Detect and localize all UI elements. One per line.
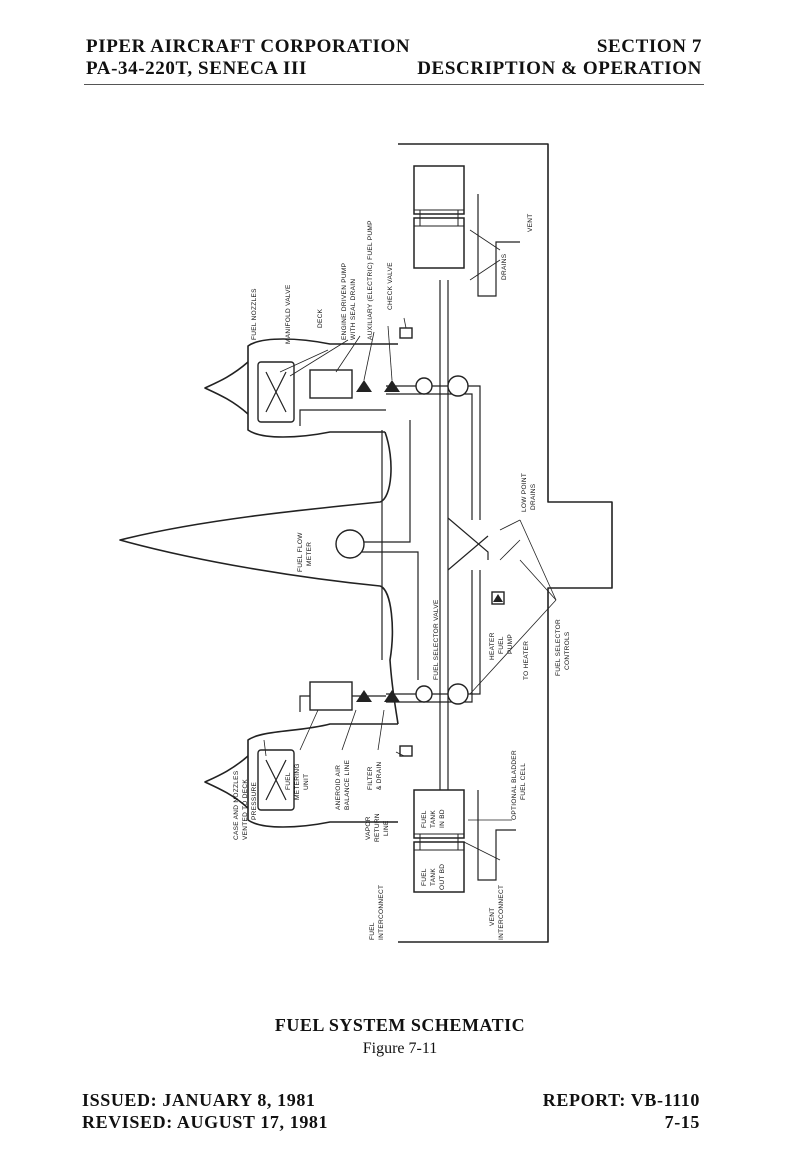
fuel-line-upper-h	[386, 385, 481, 520]
label-fuel-flow: FUEL FLOW	[297, 532, 304, 572]
label-vapor-3: LINE	[383, 820, 390, 836]
engine-pump-lower	[356, 690, 372, 702]
label-engine-driven-pump: ENGINE DRIVEN PUMP	[341, 263, 348, 340]
footer-report: REPORT: VB-1110	[542, 1090, 700, 1110]
fuel-selector-valve-upper	[447, 375, 469, 397]
label-optional-1: OPTIONAL BLADDER	[511, 750, 518, 820]
label-case-nozzles-1: CASE AND NOZZLES	[233, 770, 240, 840]
label-check-valve: CHECK VALVE	[387, 262, 394, 310]
label-optional-2: FUEL CELL	[520, 763, 527, 800]
label-tank-in-2: TANK	[430, 810, 437, 828]
check-valve-lower	[399, 745, 413, 757]
label-manifold-valve: MANIFOLD VALVE	[285, 284, 292, 344]
fuselage-nose	[119, 431, 399, 725]
label-controls: CONTROLS	[564, 631, 571, 670]
engine-pump-upper	[356, 380, 372, 392]
label-vent-inter-1: VENT	[489, 907, 496, 926]
label-meter: METER	[306, 542, 313, 566]
spinner-upper	[204, 361, 249, 415]
label-fuel-metering-1: FUEL	[285, 772, 292, 790]
label-fuel-inter-1: FUEL	[369, 922, 376, 940]
wing-outline	[398, 143, 613, 943]
label-deck: DECK	[317, 308, 324, 328]
header-company: PIPER AIRCRAFT CORPORATION	[86, 36, 411, 57]
check-valve-upper	[399, 327, 413, 339]
nacelle-lower	[247, 723, 398, 828]
label-vapor-1: VAPOR	[365, 816, 372, 840]
header-section: SECTION 7	[596, 36, 702, 57]
header-rule	[84, 84, 704, 85]
label-fuel-metering-2: METERING	[294, 763, 301, 800]
label-case-nozzles-2: VENTED TO DECK	[242, 779, 249, 840]
aux-pump-upper	[415, 377, 433, 395]
label-vent-inter-2: INTERCONNECT	[498, 885, 505, 940]
fuel-line-engine-upper	[299, 409, 386, 426]
fuel-tank-lower-inbd	[413, 789, 465, 839]
label-with-seal-drain: WITH SEAL DRAIN	[350, 279, 357, 340]
label-tank-out-2: TANK	[430, 868, 437, 886]
header-model: PA-34-220T, SENECA III	[86, 58, 307, 79]
figure-number: Figure 7-11	[362, 1040, 438, 1057]
label-fuel-selector: FUEL SELECTOR	[555, 619, 562, 676]
label-fuel-selector-valve: FUEL SELECTOR VALVE	[433, 599, 440, 680]
label-fuel: FUEL	[498, 636, 505, 654]
fuel-system-schematic: FUEL NOZZLES MANIFOLD VALVE DECK ENGINE …	[119, 143, 613, 943]
label-heater: HEATER	[489, 632, 496, 660]
pump-upper-2	[384, 380, 400, 392]
fuel-line-engine-lower	[299, 695, 386, 712]
metering-unit-upper	[309, 369, 353, 399]
fuel-line-upper-h2	[386, 393, 473, 520]
label-drains-2: DRAINS	[530, 483, 537, 510]
vent-line-upper	[477, 194, 520, 297]
metering-unit-lower	[309, 681, 353, 711]
heater-pump-arrow	[493, 594, 503, 602]
fuel-line-cross-1	[447, 517, 489, 560]
fuel-flow-line-2	[360, 551, 419, 680]
label-tank-in-1: FUEL	[421, 810, 428, 828]
label-to-heater: TO HEATER	[523, 641, 530, 680]
label-fuel-metering-3: UNIT	[303, 774, 310, 790]
pump-lower-2	[384, 690, 400, 702]
label-drains: DRAINS	[501, 253, 508, 280]
fuel-line-lower-h2	[386, 570, 473, 703]
label-vent: VENT	[527, 213, 534, 232]
label-fuel-nozzles: FUEL NOZZLES	[251, 288, 258, 340]
fuel-flow-meter	[335, 529, 365, 559]
label-pump: PUMP	[507, 634, 514, 654]
fuel-tank-upper-outbd	[413, 165, 465, 215]
label-tank-out-1: FUEL	[421, 868, 428, 886]
label-filter-1: FILTER	[367, 766, 374, 790]
aux-pump-lower	[415, 685, 433, 703]
fuel-line-cross-2	[447, 535, 489, 571]
label-filter-2: & DRAIN	[376, 762, 383, 790]
nacelle-upper	[247, 338, 398, 438]
label-tank-out-3: OUT BD	[439, 864, 446, 890]
figure-title: FUEL SYSTEM SCHEMATIC	[274, 1015, 526, 1035]
fuel-flow-line-1	[360, 420, 411, 543]
label-aux-pump: AUXILIARY (ELECTRIC) FUEL PUMP	[367, 220, 374, 340]
header-section-title: DESCRIPTION & OPERATION	[417, 58, 702, 79]
vent-line-lower	[477, 790, 516, 881]
label-low-point: LOW POINT	[521, 473, 528, 512]
label-aneroid-2: BALANCE LINE	[344, 759, 351, 810]
label-vapor-2: RETURN	[374, 813, 381, 842]
footer-revised: REVISED: AUGUST 17, 1981	[82, 1112, 329, 1132]
label-aneroid-1: ANEROID AIR	[335, 765, 342, 810]
footer-page-number: 7-15	[664, 1112, 700, 1132]
label-tank-in-3: IN BD	[439, 809, 446, 828]
footer-issued: ISSUED: JANUARY 8, 1981	[82, 1090, 316, 1110]
label-fuel-inter-2: INTERCONNECT	[378, 885, 385, 940]
spinner-lower	[204, 755, 249, 809]
label-case-nozzles-3: PRESSURE	[251, 781, 258, 820]
fuel-selector-valve-lower	[447, 683, 469, 705]
